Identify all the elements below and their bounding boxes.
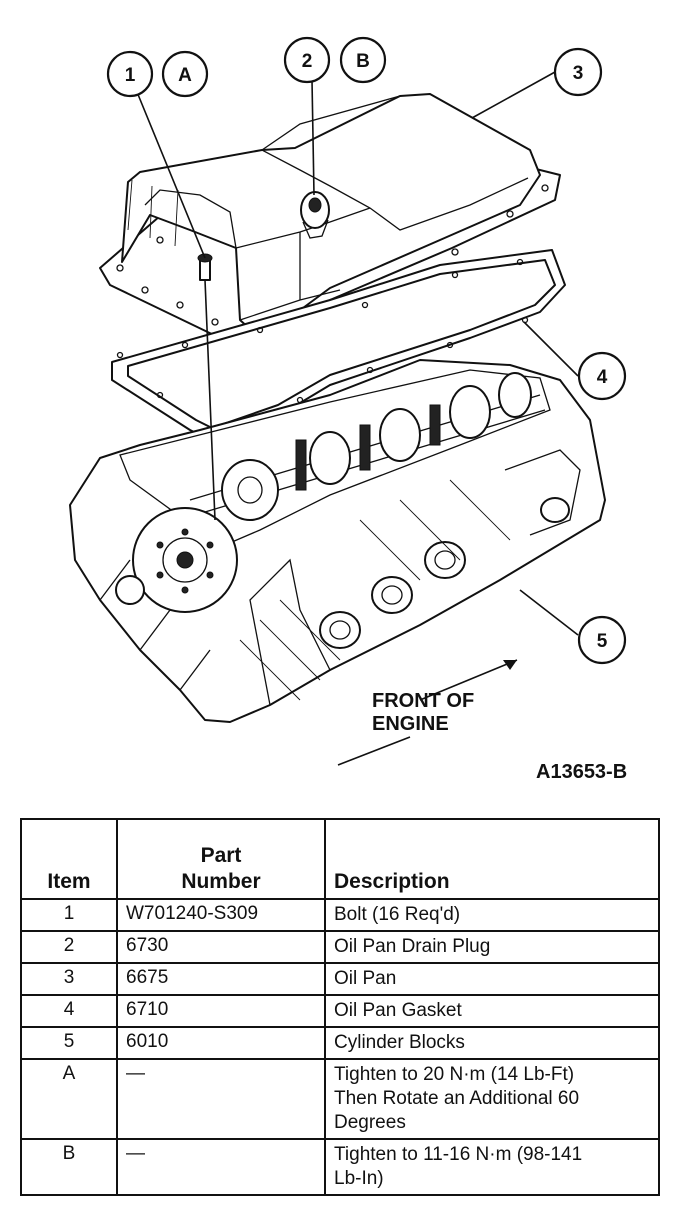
header-description: Description	[324, 818, 660, 900]
callout-B-label: B	[356, 51, 370, 72]
row-desc-line: Cylinder Blocks	[334, 1032, 465, 1053]
row-item: 3	[20, 962, 118, 996]
exploded-diagram: 1 A 2 B 3 4 5 FRONT OF ENGINE A13653-B	[69, 36, 627, 783]
callout-3: 3	[553, 47, 603, 97]
row-description: Oil Pan Gasket	[324, 994, 660, 1028]
row-desc-line: Tighten to 11-16 N·m (98-141	[334, 1144, 583, 1165]
row-item: 1	[20, 898, 118, 932]
callout-4: 4	[577, 351, 627, 401]
callout-5-label: 5	[597, 631, 608, 652]
callout-4-label: 4	[597, 367, 608, 388]
table-row: 3 6675 Oil Pan	[20, 962, 660, 996]
callout-1-label: 1	[125, 65, 136, 86]
front-label-line1: FRONT OF	[372, 690, 474, 712]
callout-A-label: A	[178, 65, 192, 86]
front-arrow-line-lower	[337, 736, 411, 766]
row-description: Oil Pan Drain Plug	[324, 930, 660, 964]
row-description: Bolt (16 Req'd)	[324, 898, 660, 932]
table-header-row: Item Part Number Description	[20, 818, 660, 900]
front-arrow-line-upper	[419, 659, 518, 701]
row-desc-line: Oil Pan	[334, 968, 397, 989]
row-item: A	[20, 1058, 118, 1140]
row-part-number: 6675	[116, 962, 326, 996]
table-row: B — Tighten to 11-16 N·m (98-141 Lb-In)	[20, 1138, 660, 1196]
callout-5: 5	[577, 615, 627, 665]
front-arrow-head	[503, 660, 517, 670]
row-description: Oil Pan	[324, 962, 660, 996]
row-part-number: 6010	[116, 1026, 326, 1060]
row-desc-line: Then Rotate an Additional 60	[334, 1088, 580, 1109]
row-part-number: 6710	[116, 994, 326, 1028]
callout-2: 2	[283, 36, 331, 84]
row-description: Cylinder Blocks	[324, 1026, 660, 1060]
header-item: Item	[20, 818, 118, 900]
callout-2-label: 2	[302, 51, 313, 72]
header-part-line2: Number	[181, 870, 261, 893]
table-row: 5 6010 Cylinder Blocks	[20, 1026, 660, 1060]
row-description: Tighten to 20 N·m (14 Lb-Ft) Then Rotate…	[324, 1058, 660, 1140]
row-desc-line: Oil Pan Drain Plug	[334, 936, 491, 957]
row-part-number: W701240-S309	[116, 898, 326, 932]
row-desc-line: Tighten to 20 N·m (14 Lb-Ft)	[334, 1064, 575, 1085]
callout-3-label: 3	[573, 63, 584, 84]
table-row: A — Tighten to 20 N·m (14 Lb-Ft) Then Ro…	[20, 1058, 660, 1140]
front-of-engine-indicator: FRONT OF ENGINE	[337, 659, 518, 766]
row-part-number: —	[116, 1138, 326, 1196]
front-label-line2: ENGINE	[372, 713, 449, 735]
row-desc-line: Bolt (16 Req'd)	[334, 904, 461, 925]
row-description: Tighten to 11-16 N·m (98-141 Lb-In)	[324, 1138, 660, 1196]
parts-table: Item Part Number Description 1 W701240-S…	[20, 818, 660, 1196]
row-item: 5	[20, 1026, 118, 1060]
row-part-number: 6730	[116, 930, 326, 964]
table-row: 2 6730 Oil Pan Drain Plug	[20, 930, 660, 964]
callout-A: A	[161, 50, 209, 98]
row-item: 4	[20, 994, 118, 1028]
figure-code: A13653-B	[536, 761, 627, 783]
row-item: B	[20, 1138, 118, 1196]
cylinder-block	[69, 359, 606, 723]
row-desc-line: Lb-In)	[334, 1168, 384, 1189]
leader-lines	[136, 71, 579, 636]
callout-1: 1	[106, 50, 154, 98]
oil-pan	[99, 93, 561, 353]
oil-pan-gasket	[111, 249, 566, 441]
row-desc-line: Degrees	[334, 1112, 406, 1133]
header-part-line1: Part	[200, 844, 242, 867]
row-part-number: —	[116, 1058, 326, 1140]
row-desc-line: Oil Pan Gasket	[334, 1000, 462, 1021]
row-item: 2	[20, 930, 118, 964]
callout-B: B	[339, 36, 387, 84]
table-row: 4 6710 Oil Pan Gasket	[20, 994, 660, 1028]
header-part-number: Part Number	[116, 818, 326, 900]
table-row: 1 W701240-S309 Bolt (16 Req'd)	[20, 898, 660, 932]
